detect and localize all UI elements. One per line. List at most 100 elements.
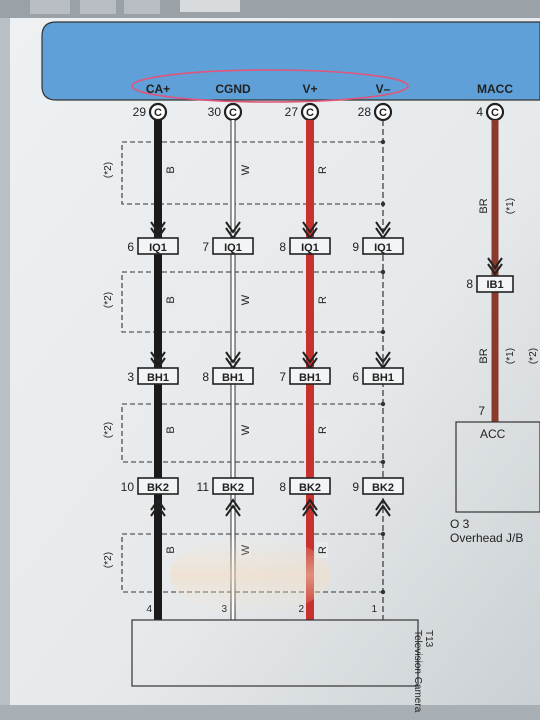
television-camera-box <box>131 619 419 687</box>
shield-box <box>121 403 383 463</box>
connector-code: BH1 <box>147 372 169 384</box>
connector-pin-number: 7 <box>202 240 209 254</box>
header-pin-number: 29 <box>133 105 147 119</box>
header-pin-label: V+ <box>302 82 317 96</box>
screen-edge <box>0 18 10 720</box>
shield-note: (*2) <box>103 292 114 308</box>
toolbar-button[interactable] <box>124 0 160 14</box>
wire-label-bg <box>239 422 251 438</box>
header-pin-code: C <box>154 107 162 119</box>
overhead-pin-number: 7 <box>478 404 485 418</box>
wire-label-bg <box>239 292 251 308</box>
connector-code: BK2 <box>147 482 169 494</box>
macc-note: (*1) <box>505 348 516 364</box>
wire-label-bg <box>316 292 328 308</box>
connector-iq1 <box>289 237 331 255</box>
right-shield-note: (*2) <box>528 348 539 364</box>
connector-iq1 <box>137 237 179 255</box>
wire-label-bg <box>316 542 328 558</box>
connector-bk2 <box>362 477 404 495</box>
header-pin-code: C <box>379 107 387 119</box>
connector-bh1 <box>212 367 254 385</box>
connector-bh1 <box>137 367 179 385</box>
connector-code: BK2 <box>372 482 394 494</box>
connector-pin-number: 8 <box>279 480 286 494</box>
connector-code: IQ1 <box>374 242 392 254</box>
connector-bh1 <box>289 367 331 385</box>
wire-color-code: B <box>165 426 177 433</box>
shield-box <box>121 141 383 205</box>
connector-bh1 <box>362 367 404 385</box>
wire-label-bg <box>316 422 328 438</box>
header-pin-number: 27 <box>285 105 299 119</box>
connector-code: IQ1 <box>224 242 242 254</box>
connector-pin-number: 8 <box>279 240 286 254</box>
connector-arrow <box>375 498 391 517</box>
wire-label-bg <box>164 422 176 438</box>
connector-pin-number: 8 <box>466 277 473 291</box>
toolbar-button[interactable] <box>80 0 116 14</box>
connector-pin-number: 10 <box>121 480 135 494</box>
header-pin-number: 28 <box>358 105 372 119</box>
overhead-jb-box <box>455 421 540 513</box>
header-pin-label: MACC <box>477 82 513 96</box>
connector-bk2 <box>212 477 254 495</box>
header-pin-number: 4 <box>476 105 483 119</box>
camera-pin-number: 4 <box>146 604 152 615</box>
connector-code: BK2 <box>299 482 321 494</box>
connector-pin-number: 11 <box>197 480 210 494</box>
connector-pin-number: 9 <box>352 480 359 494</box>
wire-color-code: B <box>165 546 177 553</box>
shield-note: (*2) <box>103 422 114 438</box>
connector-bk2 <box>137 477 179 495</box>
wire-label-bg <box>164 292 176 308</box>
wire-color-code: W <box>240 164 252 175</box>
bottom-toolbar <box>0 705 540 720</box>
connector-pin-number: 7 <box>279 370 286 384</box>
connector-code: IQ1 <box>301 242 319 254</box>
shield-note: (*2) <box>103 162 114 178</box>
header-pin-label: CA+ <box>146 82 170 96</box>
connector-code: BH1 <box>299 372 321 384</box>
wire-color-code: W <box>240 294 252 305</box>
wire-color-code: B <box>165 296 177 303</box>
overhead-terminal-label: ACC <box>480 427 506 441</box>
toolbar-button[interactable] <box>30 0 70 14</box>
component-code: T13 <box>423 630 434 648</box>
overhead-component-code: O 3 <box>450 517 470 531</box>
toolbar-field[interactable] <box>180 0 240 12</box>
wire-color-code: B <box>165 166 177 173</box>
connector-pin-number: 9 <box>352 240 359 254</box>
highlight-circle <box>131 69 409 103</box>
shield-note: (*2) <box>103 552 114 568</box>
connector-ib1 <box>476 275 514 293</box>
wire-color-code: R <box>317 166 329 174</box>
wire-color-code: R <box>317 546 329 554</box>
shield-box <box>121 271 383 333</box>
connector-iq1 <box>212 237 254 255</box>
wire-color-code: W <box>240 424 252 435</box>
macc-note: (*1) <box>505 198 516 214</box>
wire-color-code: R <box>317 296 329 304</box>
wire-label-bg <box>316 162 328 178</box>
screen-glare <box>170 535 330 615</box>
component-label: T13Television Camera <box>412 630 434 713</box>
camera-pin-number: 2 <box>298 604 304 615</box>
diagram-page <box>0 18 540 720</box>
connector-pin-number: 6 <box>352 370 359 384</box>
component-name: Television Camera <box>412 630 423 713</box>
connector-iq1 <box>362 237 404 255</box>
shield-junction <box>380 269 386 275</box>
connector-bk2 <box>289 477 331 495</box>
connector-arrow <box>487 257 503 276</box>
connector-code: BH1 <box>222 372 244 384</box>
macc-wire-color: BR <box>478 348 490 363</box>
connector-pin-number: 8 <box>202 370 209 384</box>
connector-code: IB1 <box>486 279 503 291</box>
header-pin-label: CGND <box>215 82 251 96</box>
ecu-header-block <box>41 21 540 101</box>
overhead-component-name: Overhead J/B <box>450 531 523 545</box>
header-pin-code: C <box>229 107 237 119</box>
